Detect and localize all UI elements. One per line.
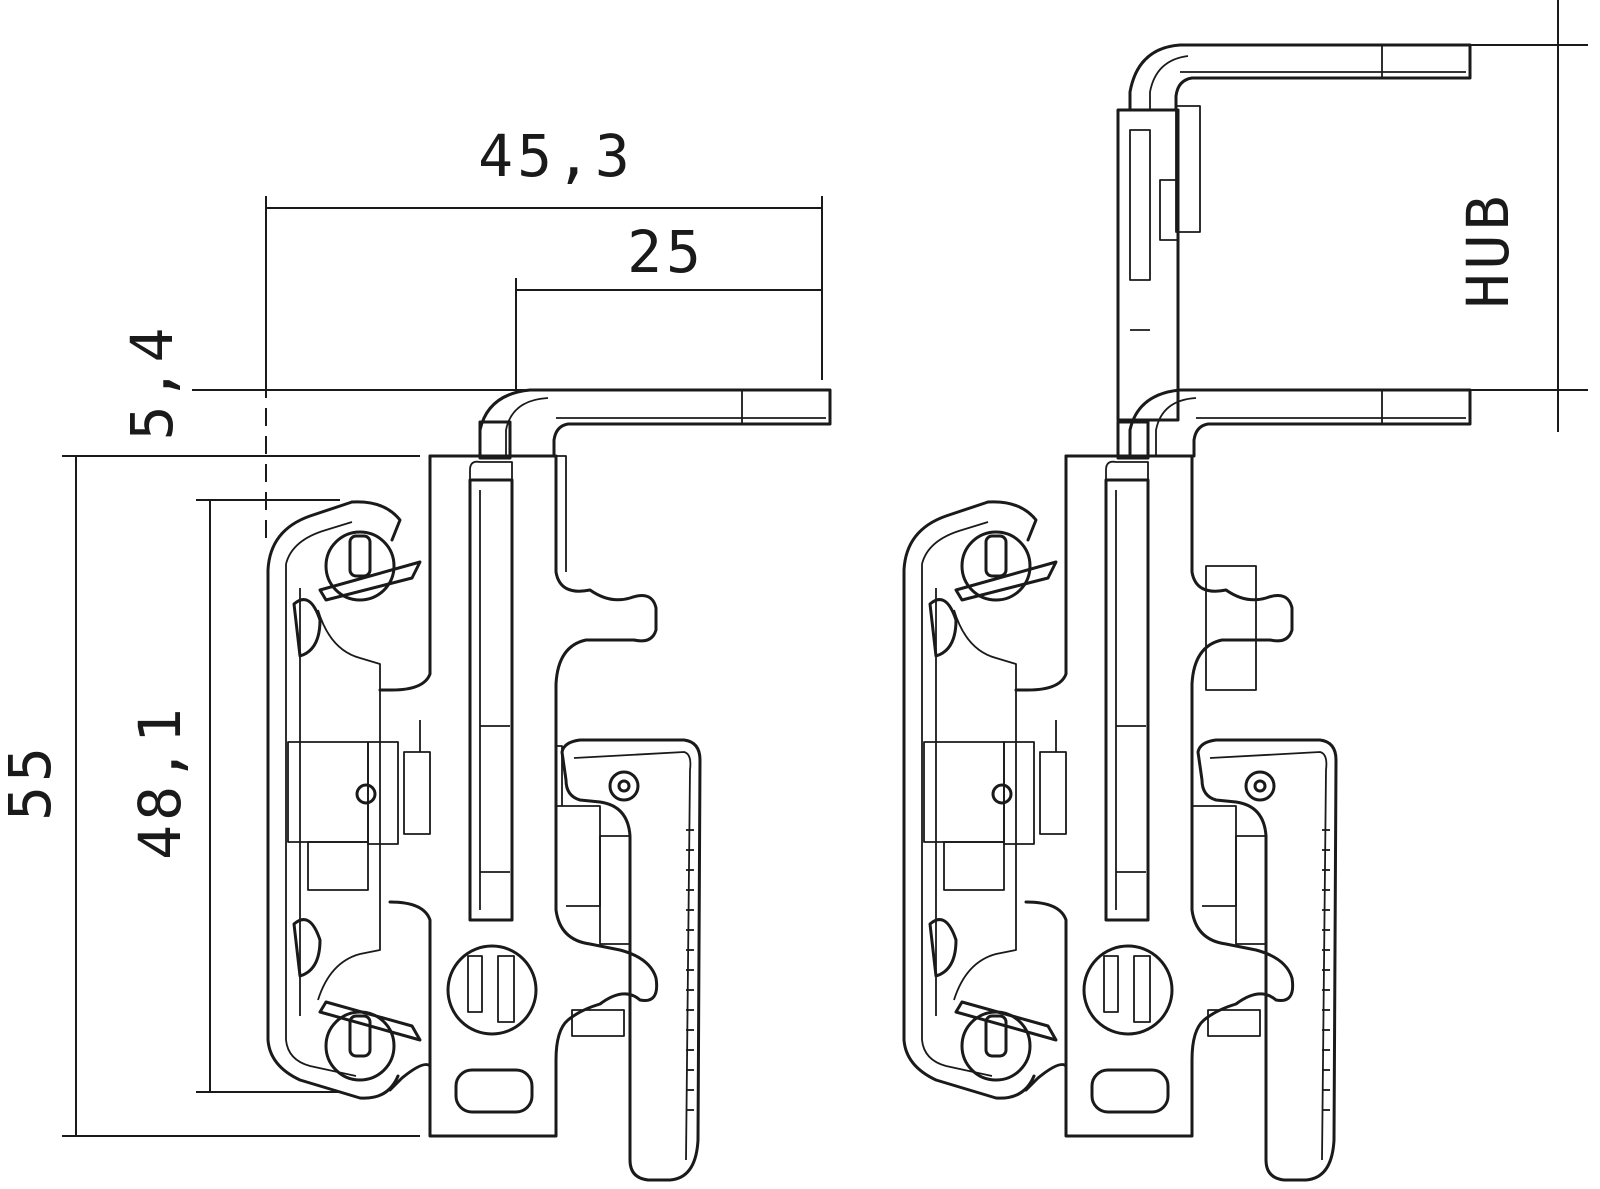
dim-width-total: 45,3 xyxy=(478,122,634,190)
dim-width-top: 25 xyxy=(627,218,705,286)
dim-offset: 5,4 xyxy=(118,324,186,441)
dim-height-total: 55 xyxy=(0,743,64,821)
coupling-extended-view xyxy=(902,43,1472,1182)
dimension-lines xyxy=(62,0,1588,1137)
dim-height-inner: 48,1 xyxy=(126,704,194,860)
dimension-labels: 45,3 25 5,4 55 48,1 HUB xyxy=(0,122,1522,860)
dim-stroke-travel: HUB xyxy=(1454,192,1522,309)
coupling-closed-view xyxy=(266,388,832,1182)
